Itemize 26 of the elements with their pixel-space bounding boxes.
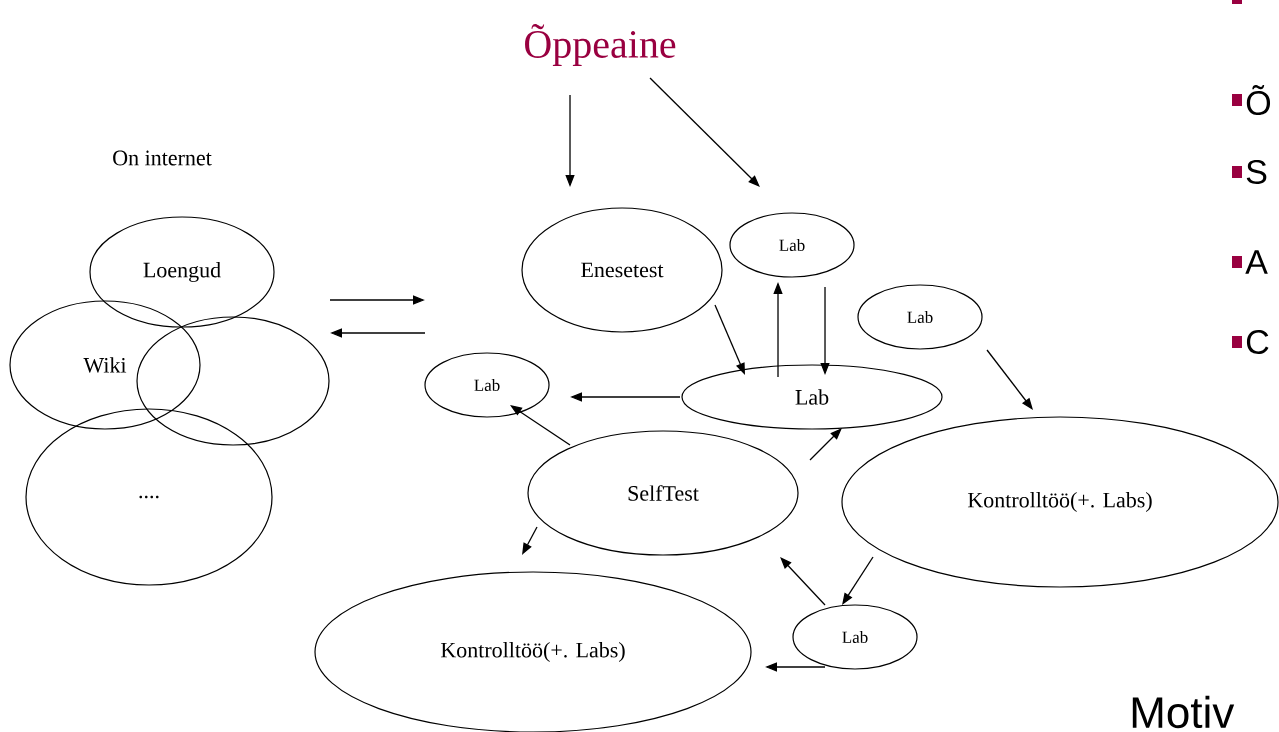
arrow xyxy=(522,526,538,555)
label-text: A xyxy=(1245,250,1268,274)
ellipse-node: .... xyxy=(25,408,273,586)
ellipse-node: Enesetest xyxy=(521,207,723,333)
arrow xyxy=(842,556,874,605)
ellipse-node: Loengud xyxy=(89,216,275,328)
ellipse-node: SelfTest xyxy=(527,430,799,556)
label-text: S xyxy=(1246,159,1267,185)
arrow xyxy=(780,557,826,606)
ellipse-node: Lab xyxy=(681,364,943,430)
arrow xyxy=(986,349,1033,410)
title-text: Õppeaine xyxy=(525,24,676,66)
arrow xyxy=(510,405,571,446)
ellipse-node xyxy=(136,316,330,446)
label-text: Motiv xyxy=(1132,695,1235,729)
label-text: C xyxy=(1246,329,1269,355)
ellipse-node: Lab xyxy=(857,284,983,350)
ellipse-node: Lab xyxy=(792,604,918,670)
ellipse-node: Kontrolltöö(+. Labs) xyxy=(841,416,1279,588)
ellipse-node: Lab xyxy=(729,212,855,278)
label-text: On internet xyxy=(113,150,212,166)
ellipse-node: Lab xyxy=(424,352,550,418)
arrow xyxy=(809,428,842,461)
arrow xyxy=(649,77,760,187)
label-text: Õ xyxy=(1246,84,1271,116)
ellipse-node: Wiki xyxy=(9,300,201,430)
